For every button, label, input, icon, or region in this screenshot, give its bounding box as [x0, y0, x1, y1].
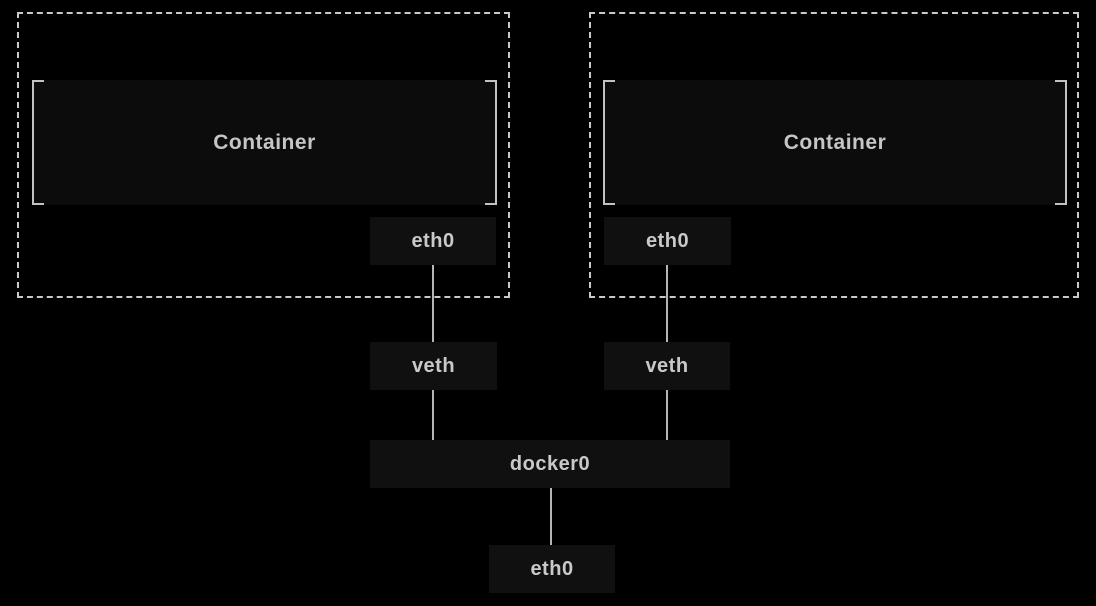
container-node-1: Container	[32, 80, 497, 205]
veth-node-2: veth	[604, 342, 730, 390]
connector-veth-1-to-docker0	[432, 390, 434, 440]
container-node-2: Container	[603, 80, 1067, 205]
connector-eth0-1-to-veth-1	[432, 265, 434, 342]
container-label-1: Container	[213, 130, 316, 154]
bracket-left-icon	[603, 80, 615, 205]
bracket-left-icon	[32, 80, 44, 205]
container2-eth0-node: eth0	[604, 217, 731, 265]
container-label-2: Container	[783, 130, 887, 154]
namespace-box-2	[589, 12, 1079, 298]
docker0-bridge-node: docker0	[370, 440, 730, 488]
veth-node-1: veth	[370, 342, 497, 390]
connector-eth0-2-to-veth-2	[666, 265, 668, 342]
connector-veth-2-to-docker0	[666, 390, 668, 440]
namespace-box-1	[17, 12, 510, 298]
host-eth0-node: eth0	[489, 545, 615, 593]
container1-eth0-node: eth0	[370, 217, 496, 265]
connector-docker0-to-host-eth0	[550, 488, 552, 545]
bracket-right-icon	[1055, 80, 1067, 205]
bracket-right-icon	[485, 80, 497, 205]
